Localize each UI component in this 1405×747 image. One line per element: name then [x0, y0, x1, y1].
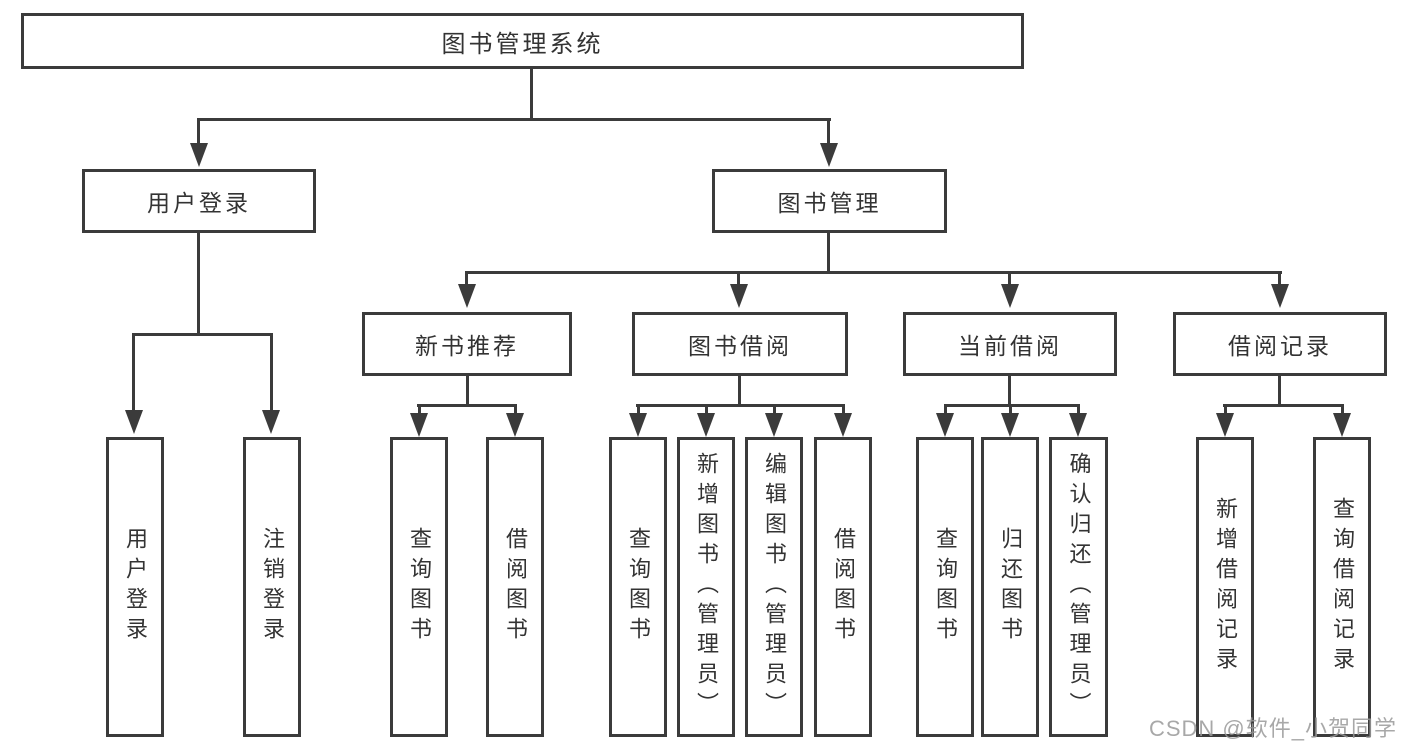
node-user-login: 用户登录 — [82, 169, 316, 233]
arrow-down-icon — [936, 413, 954, 437]
leaf-borrow-query-books-label: 查询图书 — [626, 527, 651, 647]
connector-line — [636, 404, 845, 407]
arrow-down-icon — [190, 143, 208, 167]
leaf-borrow-borrow-books-label: 借阅图书 — [831, 527, 856, 647]
connector-line — [465, 271, 1282, 274]
connector-line — [197, 233, 200, 335]
arrow-down-icon — [1069, 413, 1087, 437]
connector-line — [1224, 406, 1227, 415]
arrow-down-icon — [410, 413, 428, 437]
arrow-down-icon — [1001, 284, 1019, 308]
arrow-down-icon — [1001, 413, 1019, 437]
node-new-book-recommend: 新书推荐 — [362, 312, 572, 376]
leaf-borrow-borrow-books: 借阅图书 — [814, 437, 872, 737]
arrow-down-icon — [262, 410, 280, 434]
connector-line — [737, 273, 740, 286]
leaf-borrow-add-books-admin: 新增图书（管理员） — [677, 437, 735, 737]
leaf-current-query-books: 查询图书 — [916, 437, 974, 737]
connector-line — [944, 406, 947, 415]
leaf-newbook-borrow-books: 借阅图书 — [486, 437, 544, 737]
leaf-records-query-record-label: 查询借阅记录 — [1330, 497, 1355, 677]
leaf-records-add-record: 新增借阅记录 — [1196, 437, 1254, 737]
connector-line — [1009, 406, 1012, 415]
leaf-current-return-books: 归还图书 — [981, 437, 1039, 737]
connector-line — [738, 376, 741, 406]
connector-line — [465, 273, 468, 286]
connector-line — [270, 335, 273, 412]
connector-line — [1008, 376, 1011, 406]
connector-line — [773, 406, 776, 415]
leaf-records-query-record: 查询借阅记录 — [1313, 437, 1371, 737]
arrow-down-icon — [458, 284, 476, 308]
connector-line — [530, 69, 533, 119]
arrow-down-icon — [820, 143, 838, 167]
node-borrow-records-label: 借阅记录 — [1228, 333, 1332, 359]
leaf-logout-label: 注销登录 — [260, 527, 285, 647]
arrow-down-icon — [1216, 413, 1234, 437]
node-book-management-label: 图书管理 — [777, 190, 882, 216]
csdn-watermark: CSDN @软件_小贺同学 — [1148, 716, 1397, 741]
leaf-newbook-query-books: 查询图书 — [390, 437, 448, 737]
arrow-down-icon — [1333, 413, 1351, 437]
node-book-management: 图书管理 — [712, 169, 947, 233]
arrow-down-icon — [629, 413, 647, 437]
arrow-down-icon — [730, 284, 748, 308]
leaf-user-login-label: 用户登录 — [123, 527, 148, 647]
leaf-newbook-query-books-label: 查询图书 — [407, 527, 432, 647]
leaf-borrow-add-books-admin-label: 新增图书（管理员） — [694, 452, 719, 722]
connector-line — [1223, 404, 1344, 407]
node-book-borrow: 图书借阅 — [632, 312, 848, 376]
leaf-user-login: 用户登录 — [106, 437, 164, 737]
leaf-current-confirm-return-admin-label: 确认归还（管理员） — [1066, 452, 1092, 722]
connector-line — [1278, 273, 1281, 286]
connector-line — [842, 406, 845, 415]
leaf-current-confirm-return-admin: 确认归还（管理员） — [1049, 437, 1108, 737]
connector-line — [418, 406, 421, 415]
connector-line — [466, 376, 469, 406]
connector-line — [1077, 406, 1080, 415]
connector-line — [637, 406, 640, 415]
connector-line — [417, 404, 517, 407]
leaf-newbook-borrow-books-label: 借阅图书 — [503, 527, 528, 647]
connector-line — [827, 120, 830, 146]
arrow-down-icon — [125, 410, 143, 434]
node-current-borrow: 当前借阅 — [903, 312, 1117, 376]
node-root: 图书管理系统 — [21, 13, 1024, 69]
connector-line — [705, 406, 708, 415]
arrow-down-icon — [765, 413, 783, 437]
connector-line — [1341, 406, 1344, 415]
leaf-borrow-edit-books-admin: 编辑图书（管理员） — [745, 437, 803, 737]
arrow-down-icon — [506, 413, 524, 437]
node-new-book-recommend-label: 新书推荐 — [415, 333, 519, 359]
node-borrow-records: 借阅记录 — [1173, 312, 1387, 376]
node-user-login-label: 用户登录 — [147, 190, 251, 216]
connector-line — [1008, 273, 1011, 286]
leaf-current-return-books-label: 归还图书 — [998, 527, 1023, 647]
connector-line — [132, 335, 135, 412]
arrow-down-icon — [1271, 284, 1289, 308]
leaf-borrow-edit-books-admin-label: 编辑图书（管理员） — [762, 452, 787, 722]
arrow-down-icon — [834, 413, 852, 437]
connector-line — [197, 120, 200, 146]
connector-line — [944, 404, 1080, 407]
leaf-borrow-query-books: 查询图书 — [609, 437, 667, 737]
arrow-down-icon — [697, 413, 715, 437]
connector-line — [197, 118, 831, 121]
leaf-logout: 注销登录 — [243, 437, 301, 737]
leaf-records-add-record-label: 新增借阅记录 — [1213, 497, 1238, 677]
connector-line — [1278, 376, 1281, 406]
node-current-borrow-label: 当前借阅 — [958, 333, 1062, 359]
connector-line — [132, 333, 273, 336]
node-root-label: 图书管理系统 — [441, 30, 604, 58]
connector-line — [827, 233, 830, 273]
node-book-borrow-label: 图书借阅 — [688, 333, 792, 359]
leaf-current-query-books-label: 查询图书 — [933, 527, 958, 647]
connector-line — [514, 406, 517, 415]
